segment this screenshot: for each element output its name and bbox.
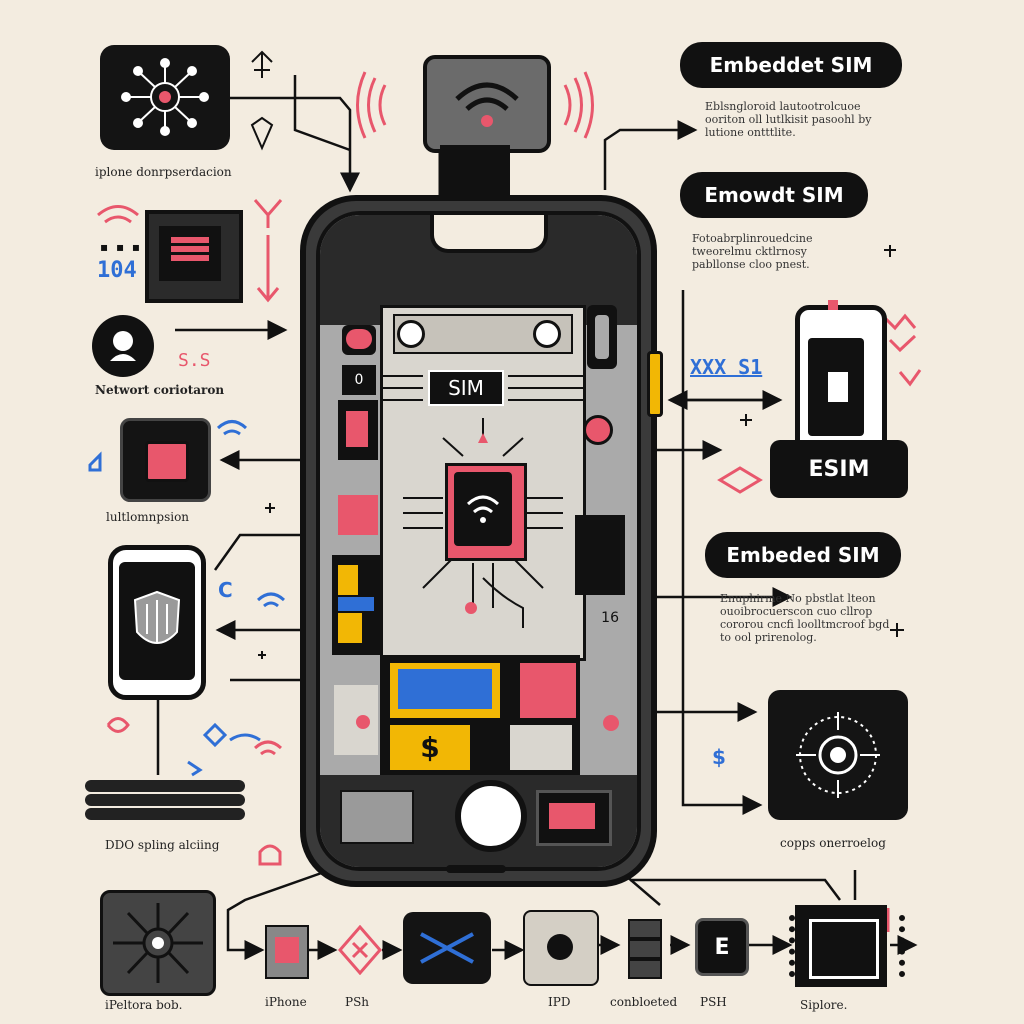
signal-waves-icon <box>356 71 594 139</box>
like-icon <box>88 451 102 472</box>
flow-label: iPhone <box>265 995 307 1009</box>
connector-line <box>603 120 698 190</box>
connector-line <box>226 868 331 960</box>
device-stack <box>85 780 245 820</box>
antenna-icon <box>251 50 273 78</box>
sim-tray-tile <box>120 418 211 502</box>
router-device <box>423 55 551 153</box>
plus-icon <box>890 623 904 637</box>
title-pill-embedded-sim-1: Embeddet SIM <box>680 42 902 88</box>
cube-icon <box>717 466 763 494</box>
value-label: XXX S1 <box>690 355 763 379</box>
flow-step-cpu-icon <box>789 905 905 987</box>
plus-icon <box>740 414 752 426</box>
flow-label: PSh <box>345 995 370 1009</box>
flow-label: Siplore. <box>800 998 848 1012</box>
title-pill-embedded-sim-2: Emowdt SIM <box>680 172 868 218</box>
lock-icon <box>106 717 130 733</box>
c-icon: C <box>218 578 233 602</box>
flow-label: conbloeted <box>610 995 678 1009</box>
zigzag-icon <box>888 334 917 353</box>
connector-line <box>624 874 661 906</box>
security-phone-tile <box>108 545 206 700</box>
wifi-icon <box>97 205 283 756</box>
flow-step-keycap: E <box>695 918 749 976</box>
wave-icon <box>229 733 261 742</box>
phone-screen: SIM 0 <box>316 211 641 871</box>
dollar-chip: $ <box>390 725 470 770</box>
corner-number: 16 <box>601 610 619 626</box>
sim-label: SIM <box>428 370 504 406</box>
phone-notch <box>430 215 548 253</box>
processor-tile <box>768 690 908 820</box>
value-label: S.S <box>178 350 211 371</box>
wifi-icon <box>216 420 286 608</box>
flow-step-iphone-icon <box>265 925 309 979</box>
zero-chip: 0 <box>342 365 376 395</box>
esim-badge: ESIM <box>770 440 908 498</box>
plus-icon <box>258 651 266 659</box>
check-icon <box>898 369 922 387</box>
flow-step-ipd-icon <box>523 910 599 986</box>
diamond-icon <box>202 722 228 748</box>
flow-step-psh-icon <box>338 925 382 975</box>
esim-phone-tile <box>795 300 887 455</box>
flow-step-stack-icon <box>624 915 664 979</box>
flow-label: IPD <box>548 995 571 1009</box>
number-label: 104 <box>97 258 137 283</box>
description-text: Enuphirme No pbstlat lteon ouoibrocuersc… <box>720 592 890 644</box>
flow-label: PSH <box>700 995 727 1009</box>
caption-ipeltora: iPeltora bob. <box>105 998 183 1012</box>
caption-copps: copps onerroelog <box>780 836 886 850</box>
caption-ddo: DDO spling alciing <box>105 838 220 852</box>
arrow-up-icon <box>256 235 280 303</box>
plus-icon <box>265 503 275 513</box>
flow-step-connector-icon <box>403 912 491 984</box>
network-hub-tile <box>100 45 230 150</box>
arrow-down-icon <box>253 199 283 228</box>
chip-core-tile <box>100 890 216 996</box>
caption-lultlomnpsion: lultlomnpsion <box>106 510 190 524</box>
connector-line <box>681 290 763 815</box>
connector-line <box>630 878 841 901</box>
caption-iphone: iplone donrpserdacion <box>95 165 232 179</box>
user-avatar-icon <box>92 315 154 377</box>
chip-module-tile <box>145 210 243 303</box>
home-button[interactable] <box>455 780 527 852</box>
plus-icon <box>884 245 896 257</box>
dots-icon: ▪ ▪ ▪ <box>100 240 143 254</box>
dollar-icon: $ <box>712 745 726 769</box>
connector-line <box>293 75 351 152</box>
cloud-icon <box>258 844 282 866</box>
antenna-icon <box>250 116 274 151</box>
esim-chip <box>445 463 527 561</box>
side-button[interactable] <box>647 351 663 417</box>
connector-line <box>213 533 300 571</box>
zigzag-icon <box>883 313 917 331</box>
caption-network: Networt coriotaron <box>95 383 225 397</box>
description-text: Eblsngloroid lautootrolcuoe ooriton oll … <box>705 100 872 139</box>
phone-frame: SIM 0 <box>300 195 663 887</box>
sparkle-icon <box>187 760 203 777</box>
description-text: Fotoabrplinrouedcine tweorelmu cktlrnosy… <box>692 232 813 271</box>
component-grid: $ <box>380 655 580 775</box>
circuit-board: SIM <box>380 305 586 661</box>
title-pill-embedded-sim-3: Embeded SIM <box>705 532 901 578</box>
phone-port <box>446 865 506 873</box>
